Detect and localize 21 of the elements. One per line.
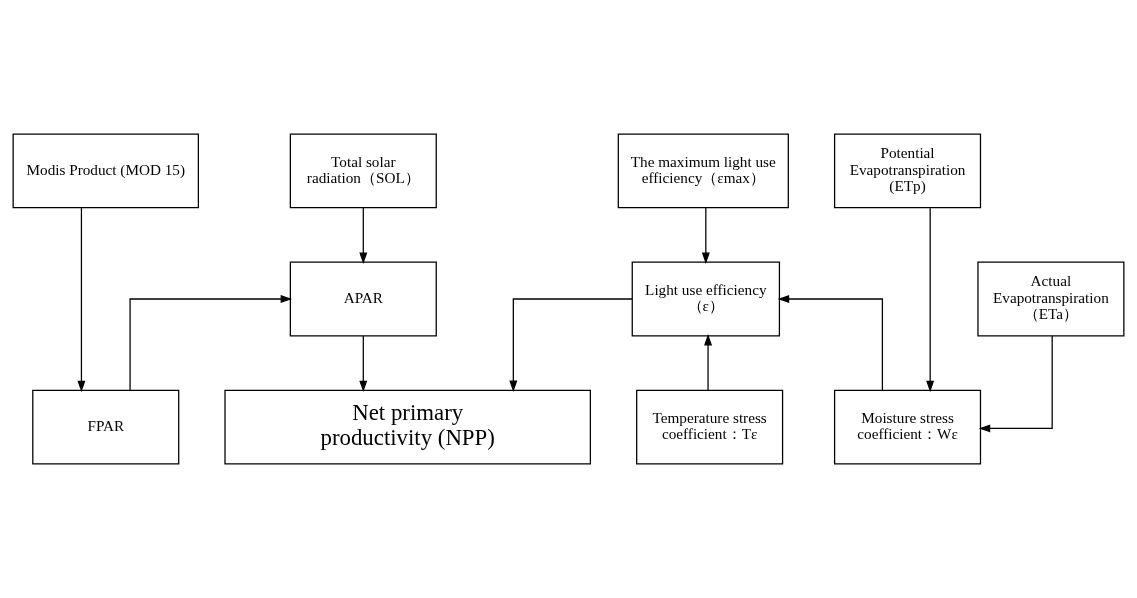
arrow	[77, 207, 86, 393]
arrow	[777, 295, 884, 391]
node-box: Moisture stress coefficient：Wε	[833, 389, 982, 465]
arrow	[359, 207, 368, 264]
arrow	[926, 207, 935, 393]
arrow	[129, 295, 293, 391]
node-box: Temperature stress coefficient：Tε	[636, 389, 784, 465]
node-box: Actual Evapotranspiration （ETa）	[977, 261, 1125, 337]
node-box: Net primary productivity (NPP)	[224, 389, 591, 465]
node-box: Light use efficiency （ε）	[631, 261, 781, 337]
node-box: Potential Evapotranspiration (ETp)	[833, 133, 982, 209]
arrow	[701, 207, 710, 264]
arrow	[359, 335, 368, 393]
arrow	[704, 334, 713, 391]
node-box: FPAR	[32, 389, 180, 465]
node-box: APAR	[289, 261, 437, 337]
arrow	[978, 335, 1053, 433]
arrow	[509, 298, 633, 392]
node-box: Modis Product (MOD 15)	[12, 133, 199, 209]
node-box: Total solar radiation（SOL）	[289, 133, 437, 209]
node-box: The maximum light use efficiency（εmax）	[617, 133, 789, 209]
